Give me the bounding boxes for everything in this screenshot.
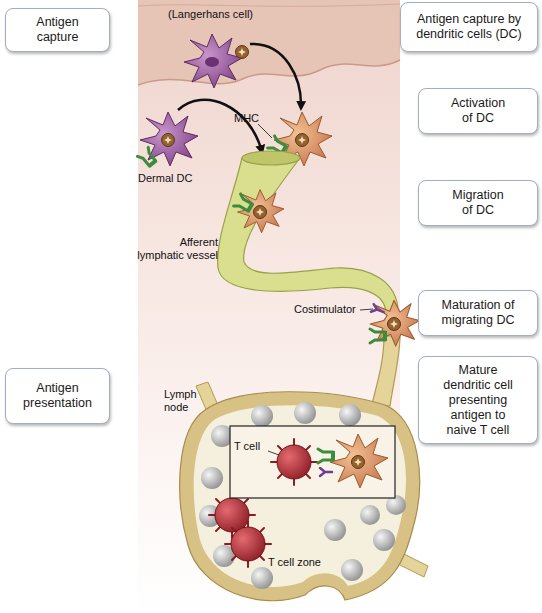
follicle xyxy=(251,405,273,427)
mhc-symbol xyxy=(370,329,387,343)
follicle xyxy=(373,529,395,551)
follicle xyxy=(324,519,346,541)
step-label: Activation of DC xyxy=(448,96,508,126)
follicle xyxy=(251,567,273,589)
internalized-antigen xyxy=(296,134,309,147)
step-label: Migration of DC xyxy=(448,188,508,218)
naive-t-cell xyxy=(271,439,317,485)
part-label: T cell zone xyxy=(268,556,348,569)
costimulator-symbol xyxy=(320,468,332,476)
internalized-antigen xyxy=(162,134,175,147)
capture-arrow xyxy=(250,44,301,108)
epidermis-border xyxy=(138,60,400,85)
step-box: Antigen presentation xyxy=(5,368,110,424)
step-label: Antigen capture xyxy=(26,15,90,45)
follicle xyxy=(360,505,380,525)
internalized-antigen xyxy=(352,456,365,469)
step-box: Maturation of migrating DC xyxy=(418,290,538,336)
leader-line xyxy=(360,309,373,310)
step-box: Activation of DC xyxy=(418,88,538,134)
leader-line xyxy=(268,451,279,455)
langerhans-cell xyxy=(184,34,242,88)
lymphatic-vessel xyxy=(218,158,398,312)
step-box: Migration of DC xyxy=(418,180,538,226)
leader-line xyxy=(258,124,272,138)
dermal-dc xyxy=(140,112,198,166)
mhc-symbol xyxy=(234,194,256,215)
part-label: T cell xyxy=(234,440,274,453)
t-cell xyxy=(225,521,271,567)
migration-arrow xyxy=(178,100,262,152)
follicle xyxy=(339,404,361,426)
inset-frame xyxy=(230,426,395,498)
mhc-symbol xyxy=(318,449,335,463)
epidermis xyxy=(138,0,400,85)
migrating-dc xyxy=(238,190,284,233)
costimulator-symbol xyxy=(371,304,385,316)
part-label: MHC xyxy=(234,112,274,125)
mature-dc xyxy=(330,434,388,488)
step-label: Antigen capture by dendritic cells (DC) xyxy=(405,12,533,42)
part-label: Afferent lymphatic vessel xyxy=(134,236,218,262)
step-label: Antigen presentation xyxy=(13,381,103,411)
skin-surface xyxy=(138,4,400,6)
maturing-dc xyxy=(370,300,419,346)
step-label: Maturation of migrating DC xyxy=(422,298,534,328)
vessel-opening xyxy=(242,151,300,165)
lymph-node-capsule xyxy=(180,392,420,601)
part-label: Costimulator xyxy=(294,303,364,316)
part-label: Lymph node xyxy=(164,388,204,414)
part-label: (Langerhans cell) xyxy=(168,8,278,21)
part-label: Dermal DC xyxy=(138,172,208,185)
follicle xyxy=(341,559,363,581)
cell-nucleus xyxy=(205,57,219,67)
mhc-symbol xyxy=(137,147,159,169)
step-label: Mature dendritic cell presenting antigen… xyxy=(436,363,520,438)
internalized-antigen xyxy=(254,206,267,219)
step-box: Antigen capture xyxy=(5,8,110,52)
step-box: Antigen capture by dendritic cells (DC) xyxy=(400,2,538,52)
microbe xyxy=(236,46,249,59)
follicles xyxy=(199,402,406,589)
follicle xyxy=(201,467,223,489)
lymph-node-cortex xyxy=(194,405,406,587)
internalized-antigen xyxy=(388,318,401,331)
step-box: Mature dendritic cell presenting antigen… xyxy=(418,356,538,444)
follicle xyxy=(294,402,316,424)
